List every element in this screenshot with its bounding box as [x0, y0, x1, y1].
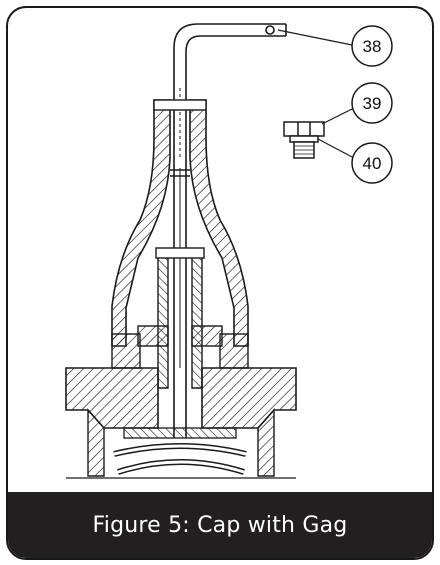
figure-caption-bar: Figure 5: Cap with Gag [8, 492, 432, 558]
callout-40: 40 [317, 138, 393, 184]
plug-and-gasket [283, 121, 325, 159]
cap-with-gag-drawing: 38 39 40 [65, 23, 393, 479]
callout-40-label: 40 [363, 154, 382, 173]
figure-caption: Figure 5: Cap with Gag [92, 512, 348, 538]
callout-39-label: 39 [363, 94, 382, 113]
bonnet-base [65, 367, 297, 479]
gag-rod [173, 23, 287, 438]
lock-nut [137, 325, 223, 347]
callout-39: 39 [321, 82, 393, 125]
callout-38-label: 38 [363, 37, 382, 56]
figure-frame: 38 39 40 Figure 5: Cap with Gag [6, 6, 434, 560]
cap-body [111, 99, 249, 389]
callout-38: 38 [277, 25, 393, 67]
